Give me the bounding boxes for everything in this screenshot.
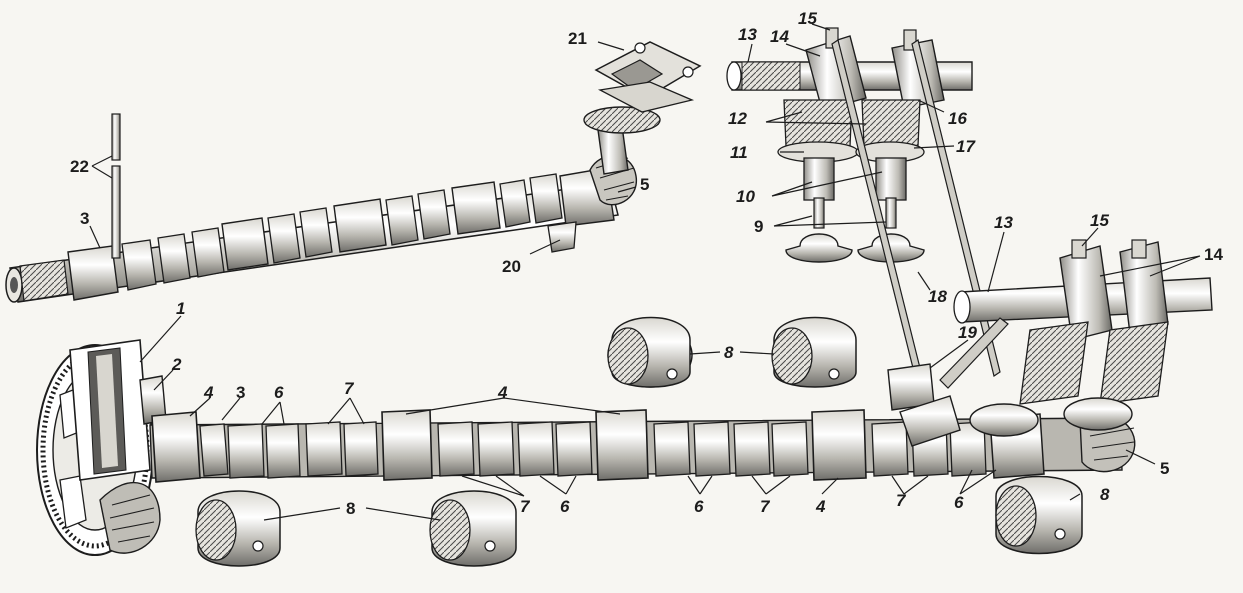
callout-labels: 1 2 3 3 4 4 4 5 5 6 6 6 6 7 7 7 7 8 8 8 … [70, 9, 1223, 518]
leader-lines [89, 23, 1201, 521]
bearing-bushings [195, 316, 1083, 567]
lower-camshaft [36, 339, 1136, 556]
callout-16: 16 [948, 109, 967, 128]
callout-6-c: 6 [694, 497, 704, 516]
bushing-upper-left [607, 316, 693, 388]
callout-11: 11 [730, 143, 748, 162]
callout-19: 19 [958, 323, 977, 342]
callout-4-front: 4 [203, 383, 214, 402]
callout-5-upper: 5 [640, 175, 649, 194]
callout-20: 20 [502, 257, 521, 276]
callout-1: 1 [176, 299, 185, 318]
callout-8-lower: 8 [346, 499, 355, 518]
callout-14-upper: 14 [770, 27, 789, 46]
callout-14-lower: 14 [1204, 245, 1223, 264]
callout-15-lower: 15 [1090, 211, 1109, 230]
callout-12: 12 [728, 109, 747, 128]
callout-5-lower: 5 [1160, 459, 1169, 478]
callout-3-upper: 3 [80, 209, 89, 228]
callout-7-b: 7 [520, 497, 531, 516]
callout-3-lower: 3 [236, 383, 245, 402]
lower-rocker-assembly [887, 239, 1213, 447]
callout-4-rear: 4 [815, 497, 826, 516]
callout-9: 9 [754, 217, 763, 236]
upper-camshaft [5, 41, 702, 303]
callout-7-c: 7 [760, 497, 771, 516]
bushing-lower-middle [429, 490, 517, 567]
callout-13-upper: 13 [738, 25, 757, 44]
bushing-upper-right [771, 316, 857, 388]
bushing-lower-right [995, 475, 1083, 555]
callout-22: 22 [70, 157, 89, 176]
callout-4-middle: 4 [497, 383, 508, 402]
bushing-lower-left [195, 490, 281, 567]
callout-15-upper: 15 [798, 9, 817, 28]
callout-8-right: 8 [1100, 485, 1110, 504]
callout-21: 21 [568, 29, 587, 48]
callout-6-a: 6 [274, 383, 284, 402]
callout-7-d: 7 [896, 491, 907, 510]
upper-valve-assembly [726, 27, 1001, 413]
callout-13-lower: 13 [994, 213, 1013, 232]
callout-7-a: 7 [344, 379, 355, 398]
callout-18: 18 [928, 287, 947, 306]
callout-8-upper: 8 [724, 343, 734, 362]
callout-10: 10 [736, 187, 755, 206]
callout-6-b: 6 [560, 497, 570, 516]
callout-2: 2 [171, 355, 182, 374]
callout-6-d: 6 [954, 493, 964, 512]
callout-17: 17 [956, 137, 976, 156]
